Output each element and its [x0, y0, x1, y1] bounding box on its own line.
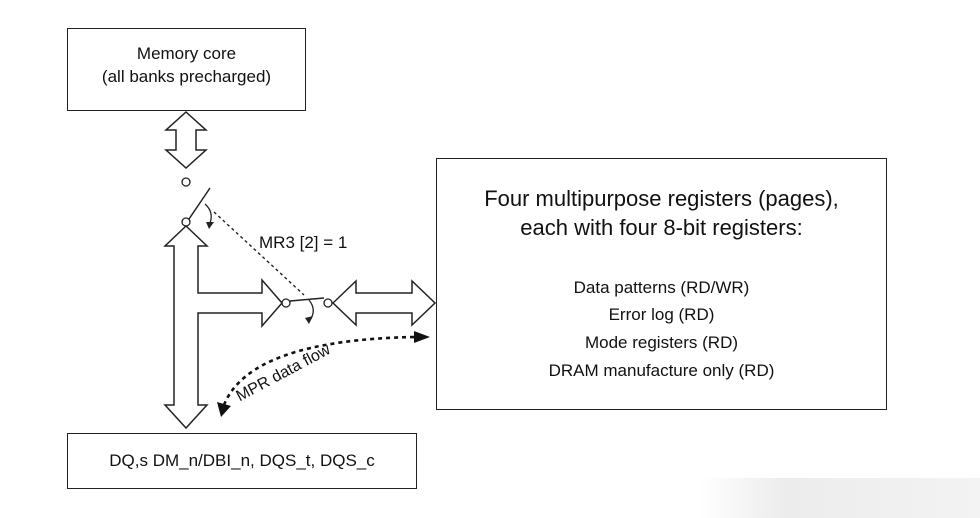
- image-fade-artifact: [700, 478, 980, 518]
- core-double-arrow: [164, 110, 208, 170]
- switch-linkage: [213, 211, 305, 296]
- registers-heading-line1: Four multipurpose registers (pages),: [484, 186, 839, 211]
- switch2-contact-left: [281, 298, 291, 308]
- registers-heading-line2: each with four 8-bit registers:: [520, 215, 803, 240]
- io-pins-box: [67, 433, 417, 489]
- register-item: Mode registers (RD): [584, 333, 739, 352]
- switch2-contact-right: [323, 298, 333, 308]
- register-item: Error log (RD): [608, 305, 715, 324]
- top-switch-rotation-arrow: [204, 203, 212, 224]
- io-pins-label: DQ,s DM_n/DBI_n, DQS_t, DQS_c: [109, 451, 375, 470]
- switch-contact-top: [181, 177, 191, 187]
- top-switch-rotation-head: [206, 222, 214, 229]
- switch-contact-bottom: [181, 217, 191, 227]
- register-item: Data patterns (RD/WR): [573, 278, 750, 297]
- memory-core-box: [67, 28, 306, 111]
- memory-core-title: Memory core: [136, 44, 237, 63]
- switch2-blade: [289, 297, 325, 302]
- mpr-flow-curve: [222, 335, 416, 406]
- main-bus-arrow: [163, 224, 283, 430]
- mpr-flow-head-right: [414, 331, 430, 343]
- memory-core-subtitle: (all banks precharged): [101, 67, 272, 86]
- register-double-arrow: [331, 279, 437, 327]
- registers-box: [436, 158, 887, 410]
- top-switch-blade: [188, 187, 211, 220]
- mpr-flow-head-left: [217, 402, 231, 417]
- register-item: DRAM manufacture only (RD): [548, 361, 775, 380]
- switch2-rotation-head: [305, 316, 313, 324]
- switch-condition-label: MR3 [2] = 1: [259, 233, 348, 252]
